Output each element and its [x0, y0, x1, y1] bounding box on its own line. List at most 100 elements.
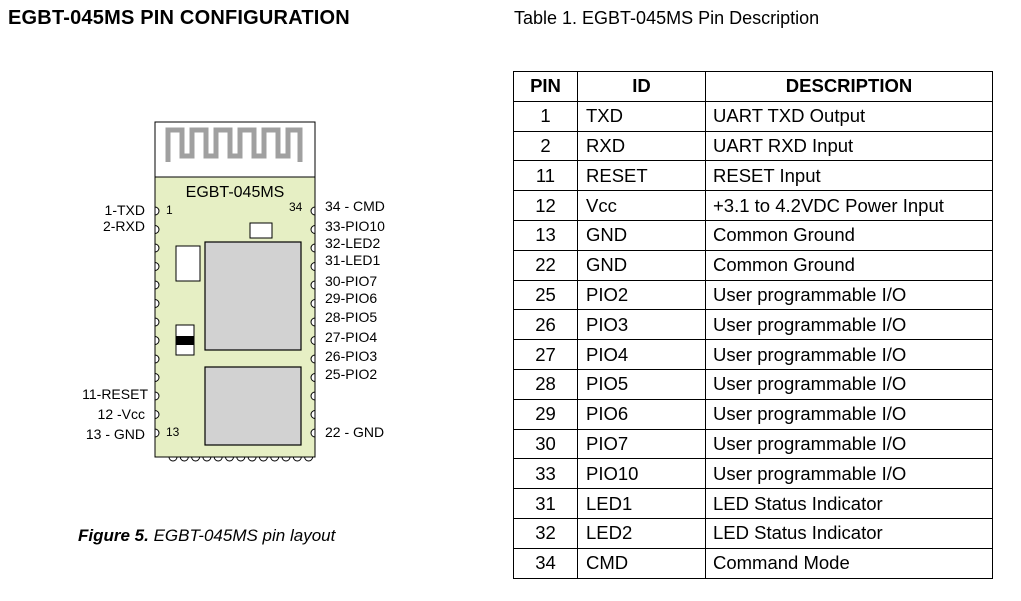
cell-pin: 28: [513, 368, 578, 400]
antenna-trace-icon: [165, 127, 303, 162]
component-small-band: [176, 336, 194, 345]
cell-description: User programmable I/O: [705, 398, 993, 430]
cell-description: Command Mode: [705, 547, 993, 579]
cell-pin: 2: [513, 130, 578, 162]
cell-description: Common Ground: [705, 249, 993, 281]
pin-label-pio7: 30-PIO7: [325, 273, 377, 289]
module-pads: [154, 206, 316, 462]
left-pin-pad: [154, 317, 160, 327]
cell-id: CMD: [577, 547, 706, 579]
bottom-pin-pad: [224, 456, 235, 462]
cell-id: TXD: [577, 100, 706, 132]
cell-pin: 29: [513, 398, 578, 430]
right-pin-pad: [310, 298, 316, 309]
cell-id: PIO5: [577, 368, 706, 400]
cell-id: PIO3: [577, 309, 706, 341]
figure-caption-text: EGBT-045MS pin layout: [148, 526, 336, 545]
pin-label-rxd: 2-RXD: [103, 218, 145, 234]
pin-label-pio4: 27-PIO4: [325, 329, 377, 345]
module-pin-layout-figure: EGBT-045MS 1 13 34 1-TXD 2-RXD 11-RESET …: [82, 121, 385, 462]
cell-id: LED1: [577, 488, 706, 519]
pin-label-pio2: 25-PIO2: [325, 366, 377, 382]
cell-description: RESET Input: [705, 160, 993, 192]
bottom-pin-pad: [179, 456, 189, 462]
cell-pin: 12: [513, 190, 578, 221]
column-header-id: ID: [577, 71, 706, 102]
chip-lower: [204, 366, 302, 446]
right-pin-pad: [310, 428, 316, 438]
cell-pin: 34: [513, 547, 578, 579]
cell-id: RXD: [577, 130, 706, 162]
cell-pin: 25: [513, 279, 578, 311]
bottom-pin-pad: [202, 456, 212, 462]
section-title: EGBT-045MS PIN CONFIGURATION: [8, 7, 350, 29]
figure-caption: Figure 5. EGBT-045MS pin layout: [78, 526, 335, 546]
right-pin-pad: [310, 354, 316, 364]
module-label: EGBT-045MS: [186, 184, 285, 201]
right-pin-pad: [310, 391, 316, 401]
right-pin-pad: [310, 317, 316, 327]
cell-id: PIO10: [577, 458, 706, 490]
cell-id: PIO7: [577, 428, 706, 460]
pin-label-pio6: 29-PIO6: [325, 290, 377, 306]
right-pin-pad: [310, 243, 316, 253]
column-header-pin: PIN: [513, 71, 578, 102]
pin-label-led1: 31-LED1: [325, 252, 380, 268]
chip-upper: [204, 241, 302, 351]
left-pin-pad: [154, 224, 160, 235]
cell-id: RESET: [577, 160, 706, 192]
pin-label-gnd-22: 22 - GND: [325, 424, 384, 440]
column-header-description: DESCRIPTION: [705, 71, 993, 102]
cell-description: Common Ground: [705, 219, 993, 251]
left-pin-pad: [154, 280, 160, 290]
pin-number-13: 13: [166, 425, 180, 439]
left-pin-pad: [154, 391, 160, 401]
figure-caption-number: Figure 5.: [78, 526, 149, 545]
cell-description: User programmable I/O: [705, 339, 993, 370]
bottom-pin-pad: [258, 456, 268, 462]
cell-description: User programmable I/O: [705, 279, 993, 311]
left-pin-pad: [154, 298, 160, 309]
right-pin-pad: [310, 206, 316, 216]
bottom-pin-pad: [191, 456, 201, 462]
right-pin-pad: [310, 280, 316, 290]
cell-pin: 33: [513, 458, 578, 490]
left-pin-pad: [154, 409, 160, 420]
cell-id: PIO2: [577, 279, 706, 311]
cell-id: LED2: [577, 517, 706, 549]
cell-pin: 11: [513, 160, 578, 192]
bottom-pin-pad: [270, 456, 280, 462]
left-pin-pad: [154, 428, 160, 438]
cell-pin: 22: [513, 249, 578, 281]
cell-description: LED Status Indicator: [705, 517, 993, 549]
cell-description: LED Status Indicator: [705, 488, 993, 519]
right-pin-pad: [310, 261, 316, 272]
pin-label-pio5: 28-PIO5: [325, 309, 377, 325]
cell-pin: 27: [513, 339, 578, 370]
cell-id: GND: [577, 249, 706, 281]
pin-label-pio3: 26-PIO3: [325, 348, 377, 364]
cell-description: User programmable I/O: [705, 458, 993, 490]
bottom-pin-pad: [304, 456, 314, 462]
bottom-pin-pad: [292, 456, 302, 462]
bottom-pin-pad: [213, 456, 223, 462]
left-pin-pad: [154, 206, 160, 216]
cell-pin: 1: [513, 100, 578, 132]
cell-description: UART RXD Input: [705, 130, 993, 162]
cell-description: User programmable I/O: [705, 309, 993, 341]
cell-description: User programmable I/O: [705, 368, 993, 400]
component-left: [175, 245, 201, 282]
cell-pin: 13: [513, 219, 578, 251]
cell-description: UART TXD Output: [705, 100, 993, 132]
pin-label-pio10: 33-PIO10: [325, 218, 385, 234]
bottom-pin-pad: [168, 456, 178, 462]
cell-pin: 26: [513, 309, 578, 341]
